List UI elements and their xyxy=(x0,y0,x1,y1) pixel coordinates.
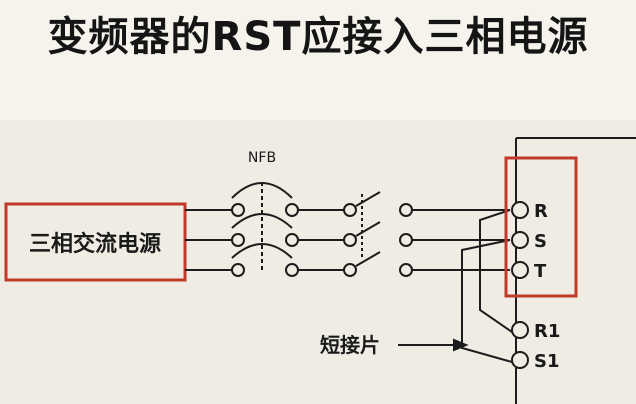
input-wires xyxy=(185,209,232,271)
terminal-t xyxy=(511,261,529,279)
rst-highlight-box xyxy=(504,156,578,298)
terminal-s1 xyxy=(511,351,529,369)
terminal-s xyxy=(511,231,529,249)
breaker-symbol xyxy=(231,182,344,277)
contactor-symbol xyxy=(343,191,510,277)
power-source-box xyxy=(4,202,187,282)
terminal-r1 xyxy=(511,321,529,339)
breaker-label: NFB xyxy=(248,150,276,166)
terminal-label-s1: S1 xyxy=(534,351,560,372)
power-source-label: 三相交流电源 xyxy=(29,231,161,257)
terminal-label-t: T xyxy=(534,261,547,282)
wiring-diagram: 三相交流电源 NFB xyxy=(0,120,636,404)
terminal-label-s: S xyxy=(534,231,547,252)
page-title: 变频器的RST应接入三相电源 xyxy=(47,14,589,60)
jumper-label: 短接片 xyxy=(320,333,380,357)
terminal-label-r: R xyxy=(534,201,548,222)
terminal-r xyxy=(511,201,529,219)
terminal-label-r1: R1 xyxy=(534,321,560,342)
wiring-diagram-svg: 三相交流电源 NFB xyxy=(4,137,636,404)
terminal-screws xyxy=(511,201,529,369)
